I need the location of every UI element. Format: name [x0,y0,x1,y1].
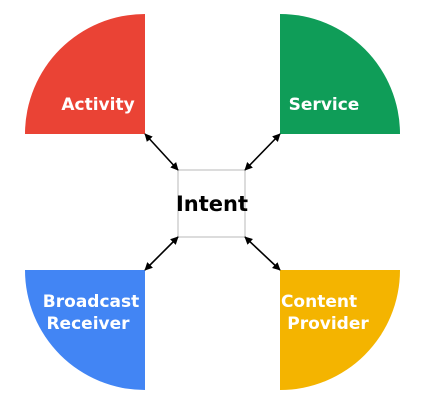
arrow-activity-intent [144,133,179,171]
activity-node: Activity [25,14,145,134]
arrow-service-intent [244,133,281,171]
activity-shape [25,14,145,134]
content-provider-node: Content Provider [280,270,400,390]
arrow-broadcast-receiver-intent [144,236,179,271]
intent-box [177,169,246,238]
service-node: Service [280,14,400,134]
broadcast-receiver-node: Broadcast Receiver [25,270,145,390]
content-provider-label: Content Provider [281,292,369,334]
activity-label: Activity [61,95,134,115]
service-label: Service [289,95,360,115]
broadcast-receiver-label: Broadcast Receiver [43,292,145,334]
broadcast-receiver-shape [25,270,145,390]
intent-label: Intent [176,192,248,216]
intent-node: Intent [176,169,248,238]
service-shape [280,14,400,134]
content-provider-shape [280,270,400,390]
arrow-content-provider-intent [244,236,281,271]
